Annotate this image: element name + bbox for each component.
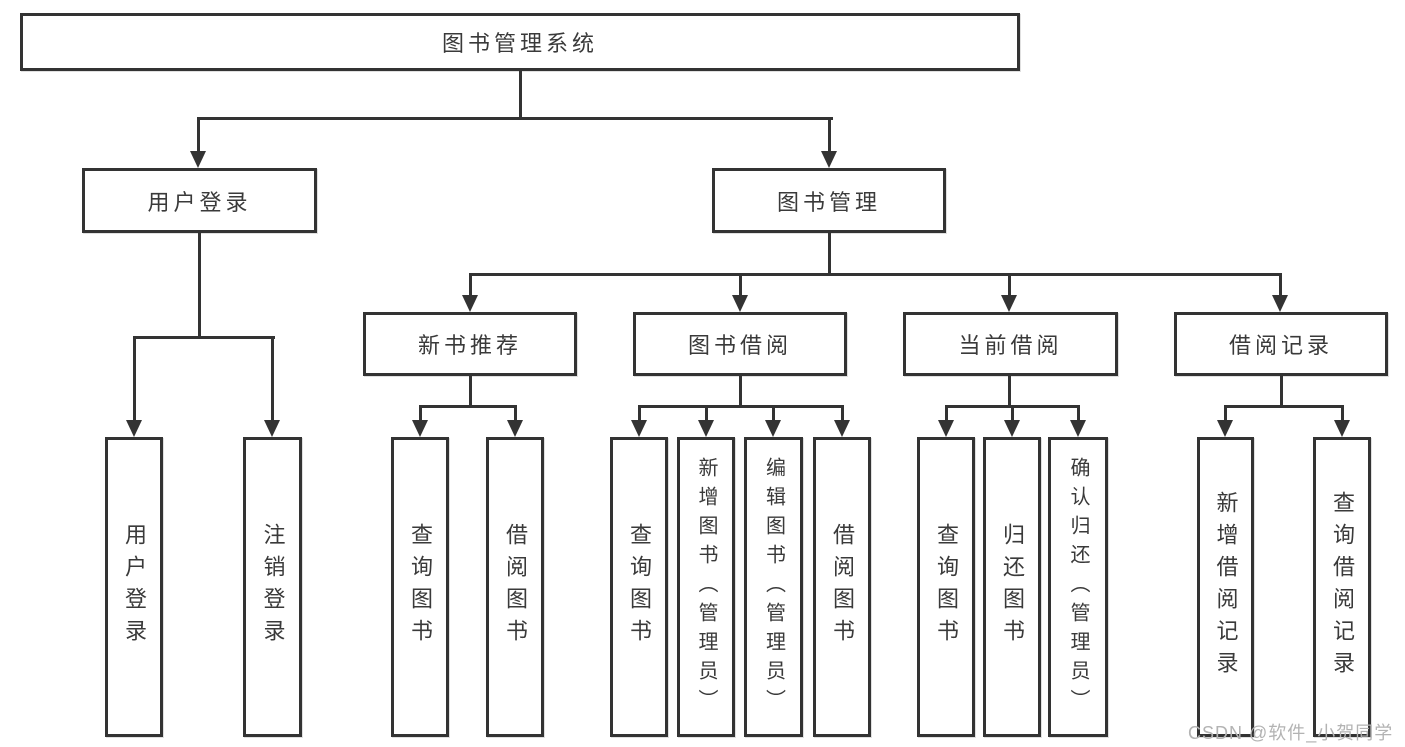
- arrow-down-icon: [1001, 295, 1017, 312]
- leaf-logout-login-label: 注销登录: [260, 523, 286, 651]
- connector-stem-leaf: [945, 405, 948, 422]
- node-user-login-label: 用户登录: [147, 189, 252, 215]
- node-root-label: 图书管理系统: [441, 31, 598, 56]
- arrow-down-icon: [190, 151, 206, 168]
- connector-new-book-rec-hbar: [419, 405, 517, 408]
- node-root: 图书管理系统: [20, 13, 1020, 71]
- connector-stem-current-borrow: [1008, 273, 1011, 297]
- connector-stem-book-borrow: [739, 273, 742, 297]
- arrow-down-icon: [462, 295, 478, 312]
- leaf-borrow-book-a: 借阅图书: [486, 437, 544, 737]
- connector-current-borrow-stem: [1008, 376, 1011, 408]
- node-book-borrow: 图书借阅: [633, 312, 847, 376]
- arrow-down-icon: [938, 420, 954, 437]
- leaf-query-book-a-label: 查询图书: [408, 523, 433, 651]
- leaf-borrow-book-b: 借阅图书: [813, 437, 871, 737]
- arrow-down-icon: [1070, 420, 1086, 437]
- connector-book-mgmt-stem: [828, 233, 831, 276]
- leaf-query-book-a: 查询图书: [391, 437, 449, 737]
- connector-user-login-stem: [198, 233, 201, 339]
- arrow-down-icon: [698, 420, 714, 437]
- node-book-mgmt-label: 图书管理: [776, 189, 881, 215]
- node-book-mgmt: 图书管理: [712, 168, 946, 233]
- connector-stem-leaf: [419, 405, 422, 422]
- connector-stem-borrow-records: [1279, 273, 1282, 297]
- leaf-add-borrow-record-label: 新增借阅记录: [1213, 491, 1239, 683]
- connector-stem-leaf: [705, 405, 708, 422]
- connector-borrow-records-stem: [1280, 376, 1283, 408]
- watermark: CSDN @软件_小贺同学: [1188, 723, 1394, 743]
- connector-stem-leaf: [133, 336, 136, 422]
- arrow-down-icon: [631, 420, 647, 437]
- connector-stem-leaf: [1224, 405, 1227, 422]
- leaf-add-book-admin: 新增图书（管理员）: [677, 437, 735, 737]
- connector-stem-user-login: [197, 117, 200, 153]
- arrow-down-icon: [264, 420, 280, 437]
- leaf-borrow-book-b-label: 借阅图书: [830, 523, 855, 651]
- arrow-down-icon: [412, 420, 428, 437]
- connector-stem-leaf: [841, 405, 844, 422]
- connector-book-borrow-hbar: [638, 405, 844, 408]
- leaf-user-login-label: 用户登录: [122, 523, 147, 651]
- connector-stem-leaf: [271, 336, 274, 422]
- leaf-return-book-label: 归还图书: [1000, 523, 1025, 651]
- connector-new-book-rec-stem: [469, 376, 472, 408]
- arrow-down-icon: [1334, 420, 1350, 437]
- leaf-query-borrow-record-label: 查询借阅记录: [1330, 491, 1355, 683]
- node-current-borrow-label: 当前借阅: [958, 333, 1063, 358]
- leaf-query-book-c-label: 查询图书: [934, 523, 959, 651]
- connector-borrow-records-hbar: [1224, 405, 1344, 408]
- leaf-add-borrow-record: 新增借阅记录: [1197, 437, 1254, 737]
- connector-stem-leaf: [638, 405, 641, 422]
- node-current-borrow: 当前借阅: [903, 312, 1118, 376]
- node-new-book-rec-label: 新书推荐: [417, 333, 522, 358]
- connector-user-login-hbar: [133, 336, 275, 339]
- node-new-book-rec: 新书推荐: [363, 312, 577, 376]
- arrow-down-icon: [1272, 295, 1288, 312]
- connector-root-stem: [519, 70, 522, 119]
- leaf-return-book: 归还图书: [983, 437, 1041, 737]
- connector-stem-leaf: [1341, 405, 1344, 422]
- connector-stem-book-mgmt: [828, 117, 831, 153]
- arrow-down-icon: [765, 420, 781, 437]
- leaf-query-borrow-record: 查询借阅记录: [1313, 437, 1371, 737]
- connector-stem-new-book-rec: [469, 273, 472, 297]
- connector-root-hbar: [197, 117, 833, 120]
- leaf-edit-book-admin: 编辑图书（管理员）: [744, 437, 803, 737]
- leaf-query-book-c: 查询图书: [917, 437, 975, 737]
- connector-stem-leaf: [772, 405, 775, 422]
- leaf-confirm-return-admin-label: 确认归还（管理员）: [1067, 456, 1089, 718]
- leaf-borrow-book-a-label: 借阅图书: [503, 523, 528, 651]
- node-book-borrow-label: 图书借阅: [687, 333, 792, 358]
- leaf-logout-login: 注销登录: [243, 437, 302, 737]
- connector-stem-leaf: [514, 405, 517, 422]
- leaf-add-book-admin-label: 新增图书（管理员）: [695, 456, 717, 718]
- arrow-down-icon: [126, 420, 142, 437]
- node-borrow-records-label: 借阅记录: [1228, 333, 1333, 358]
- arrow-down-icon: [821, 151, 837, 168]
- arrow-down-icon: [834, 420, 850, 437]
- leaf-confirm-return-admin: 确认归还（管理员）: [1048, 437, 1108, 737]
- connector-book-borrow-stem: [739, 376, 742, 408]
- arrow-down-icon: [1004, 420, 1020, 437]
- leaf-user-login: 用户登录: [105, 437, 163, 737]
- leaf-query-book-b: 查询图书: [610, 437, 668, 737]
- node-borrow-records: 借阅记录: [1174, 312, 1388, 376]
- connector-stem-leaf: [1077, 405, 1080, 422]
- leaf-edit-book-admin-label: 编辑图书（管理员）: [762, 456, 785, 718]
- leaf-query-book-b-label: 查询图书: [627, 523, 652, 651]
- arrow-down-icon: [732, 295, 748, 312]
- arrow-down-icon: [1217, 420, 1233, 437]
- connector-book-mgmt-hbar: [469, 273, 1282, 276]
- arrow-down-icon: [507, 420, 523, 437]
- connector-stem-leaf: [1011, 405, 1014, 422]
- node-user-login: 用户登录: [82, 168, 317, 233]
